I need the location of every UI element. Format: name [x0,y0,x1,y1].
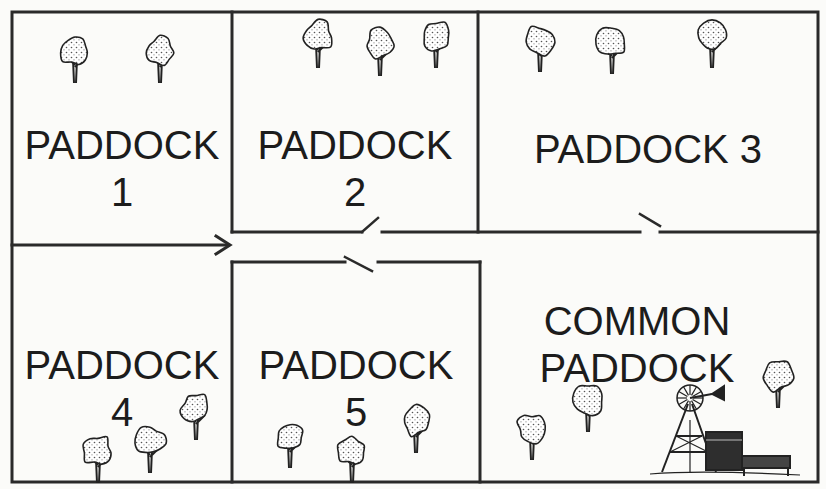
paddock: PADDOCK 3 [480,14,816,230]
tree [180,394,207,440]
tree-crown [596,28,625,55]
windmill-blade [692,401,697,410]
tree [367,27,394,76]
tree-crown [278,425,303,449]
windmill-and-tank [650,385,800,476]
gate [362,218,378,232]
tree-crown [303,19,332,49]
paddock-name: PADDOCK 4 [14,342,230,436]
water-trough [742,456,790,468]
tree [146,35,174,83]
gate [345,257,372,271]
water-tank [706,432,742,470]
tree [278,425,303,468]
paddock: PADDOCK 1 [14,14,230,243]
fence [232,261,345,264]
tree-crown [146,35,174,65]
tree-crown [83,437,111,465]
fences [12,12,818,482]
fence [232,231,362,234]
tree-crown [180,394,207,421]
common-paddock: COMMON PADDOCK [482,234,816,480]
tree-crown [338,436,365,464]
tree [404,404,429,453]
paddock: PADDOCK 5 [234,264,478,480]
paddock-name: PADDOCK 1 [14,122,230,216]
fence [479,262,482,482]
fence [382,231,640,234]
tree-crown [698,20,727,49]
tree-crown [763,361,794,392]
tree [763,361,794,408]
tree [303,19,332,68]
tree-crown [517,415,545,444]
boundary-fence [12,12,818,482]
gate [640,214,660,226]
tree [338,436,365,483]
tree-crown [404,404,429,436]
paddock-name: PADDOCK 5 [244,342,468,436]
paddock-name: COMMON PADDOCK [522,298,752,392]
tree [517,415,545,460]
tree [526,26,555,72]
windmill-blade [689,401,690,411]
windmill-brace [670,451,708,453]
trees [61,19,794,483]
windmill-leg [662,404,688,472]
tree [596,28,625,74]
fence [231,262,234,482]
ground-line [650,472,800,475]
fence [378,261,480,264]
windmill-brace [670,436,702,452]
tree-crown [367,27,394,59]
tree-crown [424,22,449,51]
tree [573,386,602,432]
paddock-name: PADDOCK 2 [242,122,468,216]
fence [477,12,480,232]
tree-crown [135,427,167,453]
paddock-name: PADDOCK 3 [480,126,816,173]
fence [12,244,228,247]
windmill-pump-rod [689,420,690,472]
tree-crown [526,26,555,56]
fence [231,12,234,232]
paddock: PADDOCK 2 [234,14,476,230]
windmill-brace [676,435,702,437]
windmill-blade [677,397,687,398]
fence [660,231,818,234]
tree [135,427,167,473]
tree [83,437,111,483]
paddock: PADDOCK 4 [14,247,230,480]
tree [424,22,449,68]
tree [698,20,727,68]
fence-arrowhead [216,236,230,254]
trough-leg [743,468,745,476]
tree [61,37,88,83]
windmill-brace [676,436,708,452]
windmill-tail [690,394,712,398]
tank-band [706,440,742,441]
tree-crown [61,37,88,64]
windmill-blade [679,400,688,405]
